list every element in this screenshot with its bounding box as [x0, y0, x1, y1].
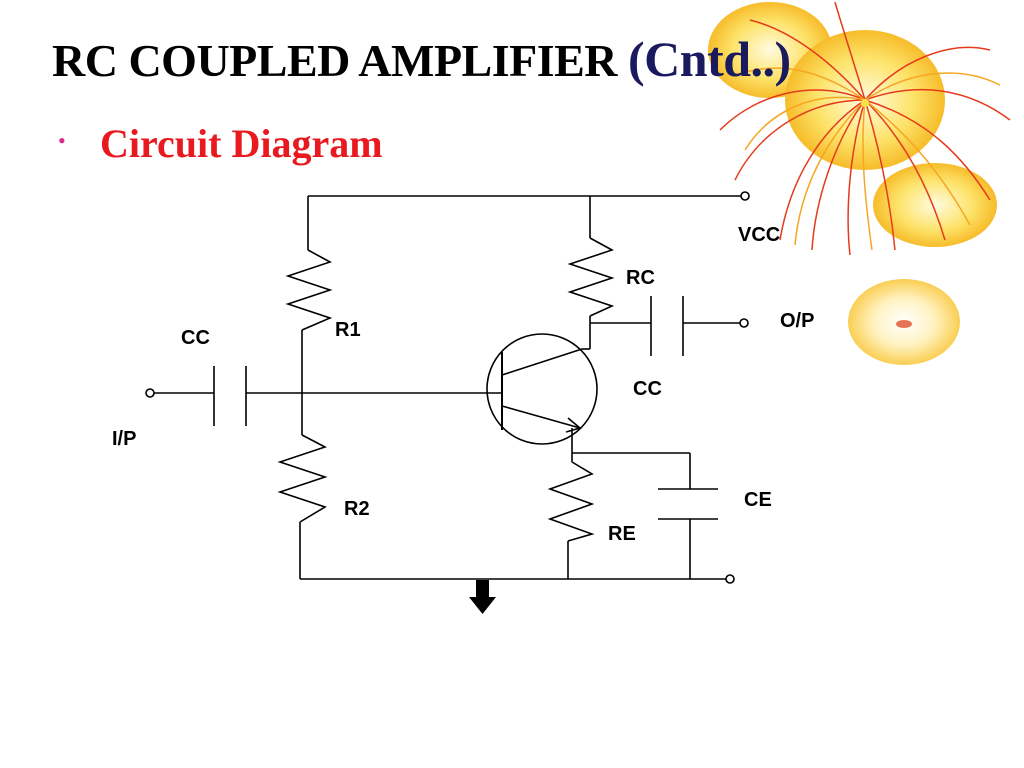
label-vcc: VCC: [738, 224, 780, 246]
transistor-collector-lead: [501, 348, 583, 376]
r1-resistor: [285, 249, 333, 331]
decor-ball: [848, 279, 960, 365]
label-re: RE: [608, 523, 636, 545]
transistor-body: [486, 333, 598, 445]
label-op: O/P: [780, 310, 814, 332]
ground-arrow-icon: [469, 580, 496, 614]
slide-title: RC COUPLED AMPLIFIER (Cntd..): [52, 30, 791, 88]
slide-subtitle: Circuit Diagram: [100, 121, 383, 166]
emitter-arrow-icon: [565, 417, 582, 433]
ground-terminal: [725, 574, 735, 584]
label-r1: R1: [335, 319, 361, 341]
transistor-emitter-lead: [501, 405, 581, 429]
label-r2: R2: [344, 498, 370, 520]
input-terminal: [145, 388, 155, 398]
flower-cluster: [708, 1, 1011, 256]
bullet-icon: •: [58, 128, 66, 153]
rc-resistor: [567, 237, 615, 317]
label-cc-out: CC: [633, 378, 662, 400]
r2-resistor: [277, 434, 328, 523]
slide-title-suffix: (Cntd..): [628, 31, 791, 87]
slide-title-main: RC COUPLED AMPLIFIER: [52, 35, 618, 86]
label-ip: I/P: [112, 428, 136, 450]
label-ce: CE: [744, 489, 772, 511]
label-rc: RC: [626, 267, 655, 289]
vcc-terminal: [740, 191, 750, 201]
label-cc-in: CC: [181, 327, 210, 349]
re-resistor: [547, 461, 595, 542]
output-terminal: [739, 318, 749, 328]
